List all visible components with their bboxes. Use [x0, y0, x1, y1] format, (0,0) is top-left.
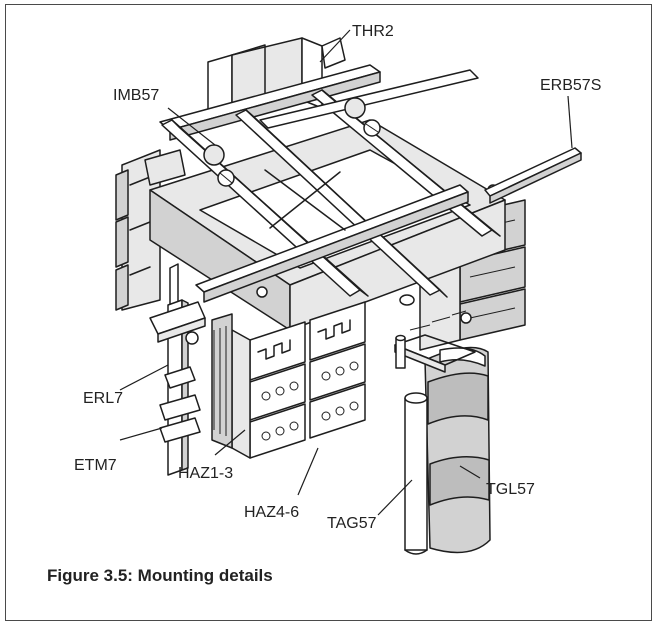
label-etm7: ETM7 [74, 457, 117, 474]
haz-terminal-blocks [211, 301, 366, 459]
tag57-post [395, 310, 467, 555]
label-tag57: TAG57 [327, 515, 377, 532]
part-labels: THR2 IMB57 ERB57S ERL7 ETM7 HAZ1-3 HAZ4-… [74, 23, 601, 532]
top-rails [159, 64, 501, 324]
label-erl7: ERL7 [83, 390, 123, 407]
label-imb57: IMB57 [113, 87, 159, 104]
leader-haz4-6 [297, 447, 319, 496]
label-erb57s: ERB57S [540, 77, 601, 94]
figure-caption: Figure 3.5: Mounting details [47, 566, 273, 585]
leader-erb57s [567, 95, 573, 149]
leader-erl7 [119, 364, 169, 391]
leader-haz1-3 [214, 429, 246, 456]
leader-tgl57 [459, 465, 481, 479]
tgl57-cover [394, 334, 491, 554]
leader-tag57 [377, 479, 413, 516]
label-thr2: THR2 [352, 23, 394, 40]
label-tgl57: TGL57 [486, 481, 535, 498]
leader-thr2 [319, 29, 351, 63]
leader-etm7 [119, 427, 163, 441]
leader-imb57 [167, 107, 216, 146]
label-haz1-3: HAZ1-3 [178, 465, 233, 482]
erb57s-rod [484, 147, 582, 204]
label-haz4-6: HAZ4-6 [244, 504, 299, 521]
erl7-rod [149, 263, 206, 476]
leader-lines [119, 29, 573, 516]
base-tray [149, 119, 506, 331]
